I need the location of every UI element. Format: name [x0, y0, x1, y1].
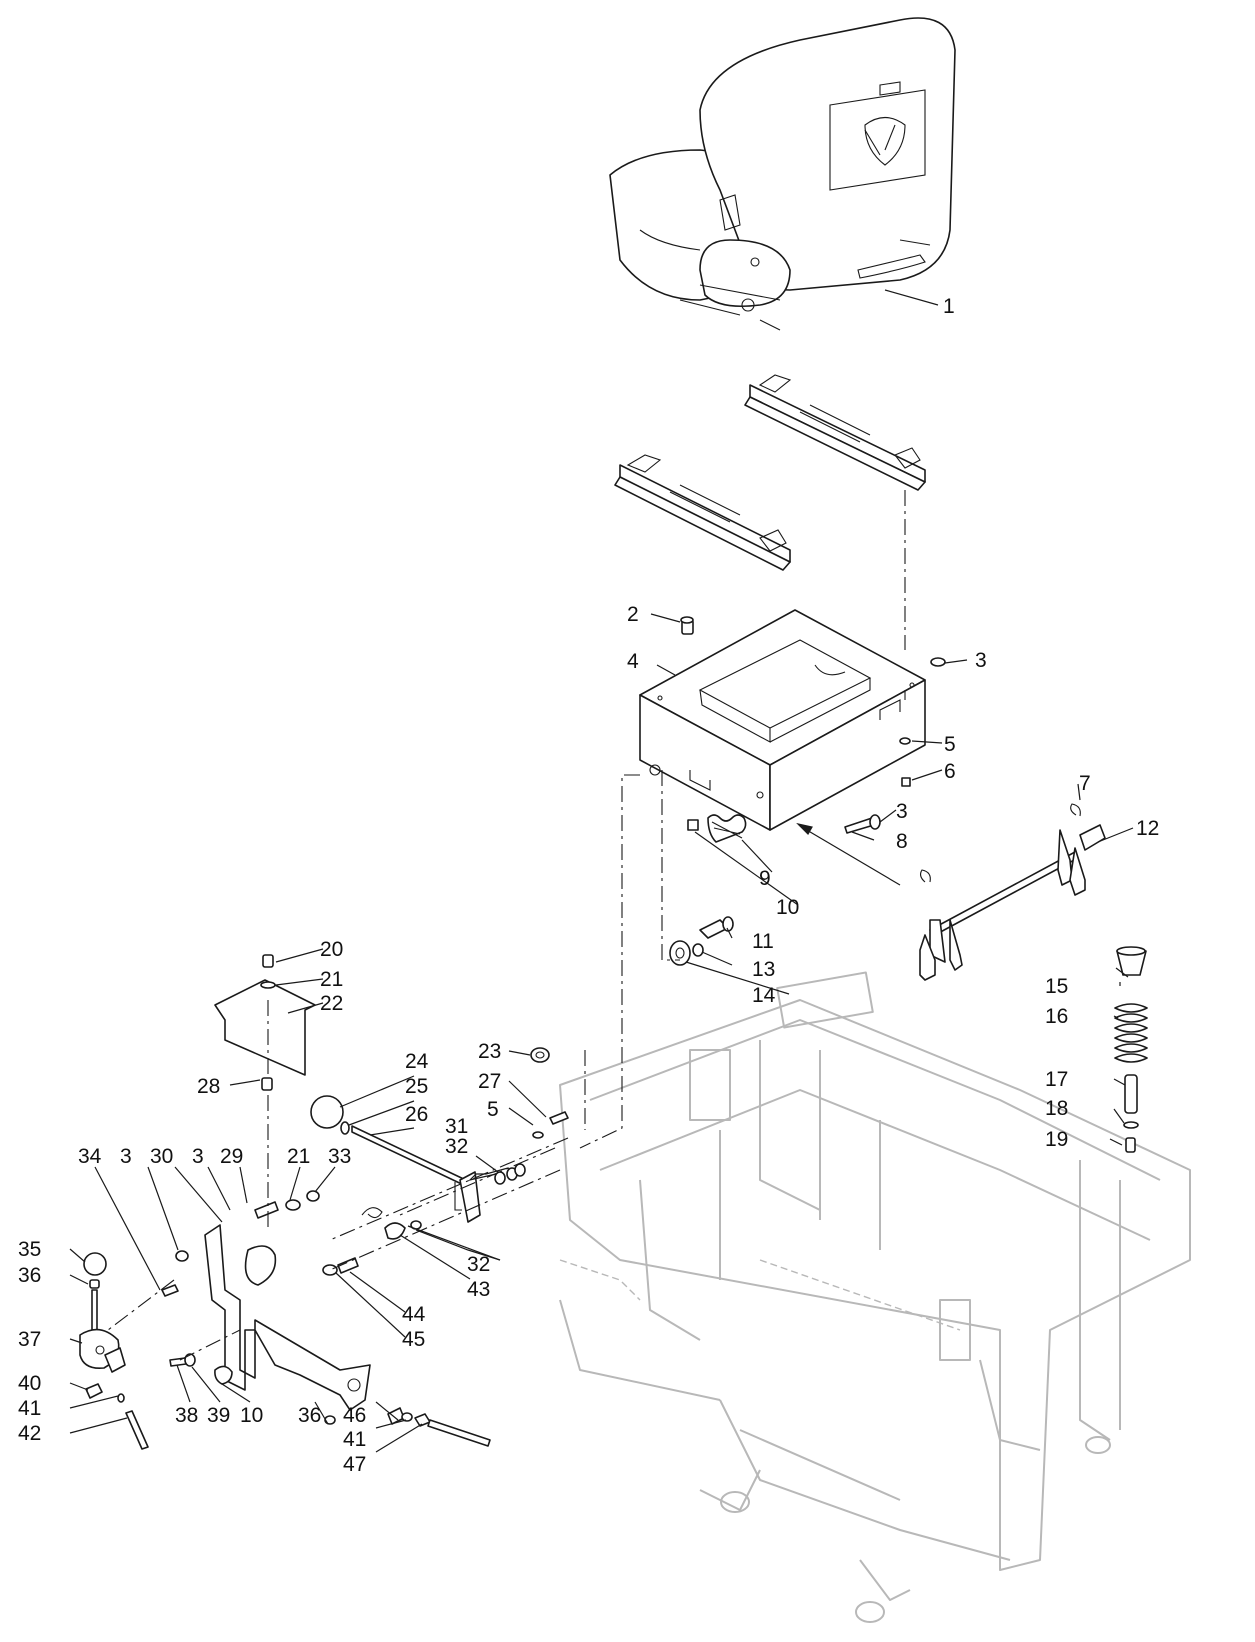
- callout-26: 26: [405, 1103, 428, 1126]
- alignment-lines: [107, 490, 906, 1361]
- seat: [609, 17, 956, 331]
- callout-32: 32: [445, 1135, 468, 1158]
- callout-16: 16: [1045, 1005, 1068, 1028]
- ghost-frame: [559, 971, 1191, 1623]
- callout-46: 46: [343, 1404, 366, 1427]
- callout-8: 8: [896, 830, 908, 853]
- callout-43: 43: [467, 1278, 490, 1301]
- callout-41: 41: [343, 1428, 366, 1451]
- callout-17: 17: [1045, 1068, 1068, 1091]
- knob-spring-stack: [1114, 946, 1148, 1153]
- direction-arrow: [796, 822, 901, 886]
- callout-4: 4: [627, 650, 639, 673]
- callout-10: 10: [240, 1404, 263, 1427]
- callout-5: 5: [944, 733, 956, 756]
- callout-5: 5: [487, 1098, 499, 1121]
- seat-slide-rail-left: [614, 454, 791, 571]
- callout-15: 15: [1045, 975, 1068, 998]
- callout-21: 21: [320, 968, 343, 991]
- callout-3: 3: [896, 800, 908, 823]
- cable-end: [387, 1407, 491, 1447]
- latch-rod: [919, 803, 1106, 981]
- callout-33: 33: [328, 1145, 351, 1168]
- callout-18: 18: [1045, 1097, 1068, 1120]
- callout-23: 23: [478, 1040, 501, 1063]
- callout-31: 31: [445, 1115, 468, 1138]
- seat-mount-plate: [639, 609, 926, 831]
- callout-3: 3: [192, 1145, 204, 1168]
- seat-slide-rail-right: [744, 374, 926, 491]
- cover-plate: [214, 954, 316, 1091]
- callout-38: 38: [175, 1404, 198, 1427]
- callout-13: 13: [752, 958, 775, 981]
- mounting-bracket: [161, 1190, 371, 1425]
- callout-27: 27: [478, 1070, 501, 1093]
- callout-45: 45: [402, 1328, 425, 1351]
- callout-39: 39: [207, 1404, 230, 1427]
- callout-40: 40: [18, 1372, 41, 1395]
- callout-22: 22: [320, 992, 343, 1015]
- return-spring: [322, 1207, 422, 1276]
- callout-29: 29: [220, 1145, 243, 1168]
- plate-fasteners: [669, 616, 946, 966]
- control-lever: [310, 1047, 569, 1223]
- callout-11: 11: [752, 930, 774, 953]
- leader-lines: [69, 289, 1134, 1453]
- callout-14: 14: [752, 984, 776, 1007]
- callout-28: 28: [197, 1075, 220, 1098]
- callout-20: 20: [320, 938, 343, 961]
- callout-2: 2: [627, 603, 639, 626]
- callout-44: 44: [402, 1303, 426, 1326]
- callout-10: 10: [776, 896, 799, 919]
- callout-labels: 1 2 3 4 5 6 7 3 12 8 9 10 11 13 14 15 16…: [18, 295, 1159, 1476]
- callout-36: 36: [18, 1264, 41, 1287]
- callout-3: 3: [975, 649, 987, 672]
- callout-42: 42: [18, 1422, 41, 1445]
- callout-30: 30: [150, 1145, 173, 1168]
- throttle-control: [79, 1252, 149, 1450]
- callout-21: 21: [287, 1145, 310, 1168]
- callout-24: 24: [405, 1050, 429, 1073]
- callout-3: 3: [120, 1145, 132, 1168]
- callout-36: 36: [298, 1404, 321, 1427]
- callout-47: 47: [343, 1453, 366, 1476]
- callout-1: 1: [943, 295, 955, 318]
- callout-12: 12: [1136, 817, 1159, 840]
- callout-25: 25: [405, 1075, 428, 1098]
- callout-6: 6: [944, 760, 956, 783]
- callout-32: 32: [467, 1253, 490, 1276]
- callout-7: 7: [1079, 772, 1091, 795]
- callout-9: 9: [759, 867, 771, 890]
- callout-37: 37: [18, 1328, 41, 1351]
- callout-34: 34: [78, 1145, 102, 1168]
- callout-19: 19: [1045, 1128, 1068, 1151]
- callout-35: 35: [18, 1238, 41, 1261]
- callout-41: 41: [18, 1397, 41, 1420]
